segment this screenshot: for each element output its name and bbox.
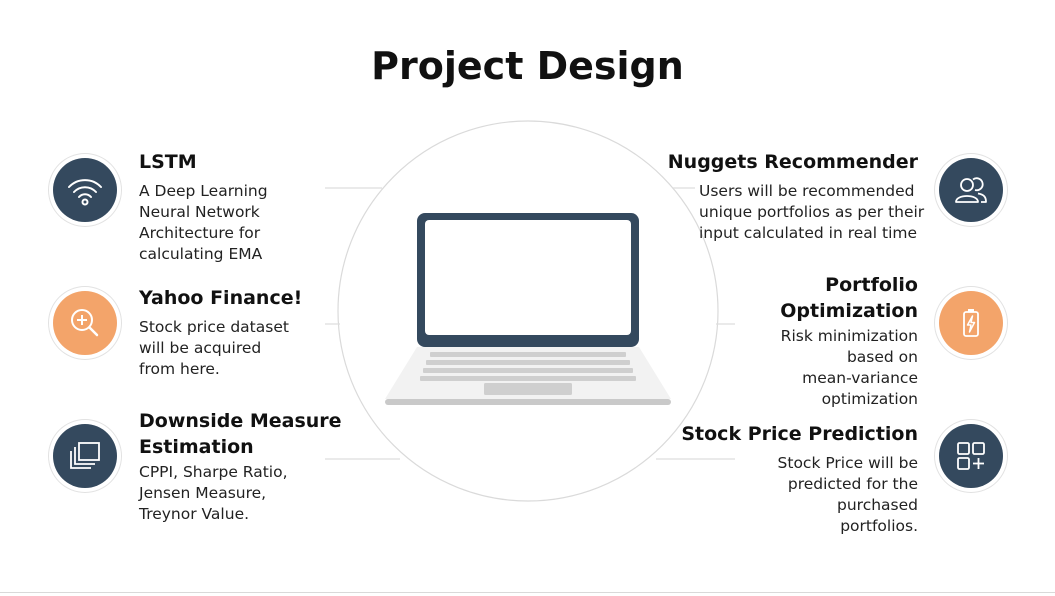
desc-line: optimization <box>821 390 918 408</box>
search-plus-icon <box>71 309 99 337</box>
desc-line: Risk minimization <box>780 327 918 345</box>
yahoo-finance-title: Yahoo Finance! <box>139 285 302 311</box>
desc-line: from here. <box>139 360 220 378</box>
nuggets-icon-circle <box>939 158 1003 222</box>
desc-line: Users will be recommended <box>699 182 915 200</box>
portfolio-icon-circle <box>939 291 1003 355</box>
desc-line: predicted for the <box>787 475 918 493</box>
title-line: Downside Measure <box>139 410 342 432</box>
title-line: Portfolio <box>825 274 918 296</box>
portfolio-optimization-description: Risk minimization based on mean-variance… <box>781 326 918 410</box>
stacked-windows-icon <box>70 442 100 469</box>
desc-line: Stock Price will be <box>777 454 918 472</box>
desc-line: A Deep Learning <box>139 182 268 200</box>
grid-add-icon <box>957 442 985 470</box>
desc-line: Neural Network <box>139 203 260 221</box>
title-line: Yahoo Finance! <box>139 287 303 309</box>
desc-line: calculating EMA <box>139 245 263 263</box>
yahoo-finance-description: Stock price dataset will be acquired fro… <box>139 317 289 380</box>
title-line: Optimization <box>780 300 918 322</box>
desc-line: based on <box>846 348 918 366</box>
nuggets-recommender-title: Nuggets Recommender <box>668 149 918 175</box>
desc-line: will be acquired <box>139 339 262 357</box>
bottom-divider <box>0 592 1055 593</box>
battery-charge-icon <box>963 309 979 337</box>
lstm-title: LSTM <box>139 149 197 175</box>
desc-line: Stock price dataset <box>139 318 289 336</box>
desc-line: Jensen Measure, <box>139 484 267 502</box>
wifi-icon <box>68 179 102 206</box>
laptop-icon <box>385 213 671 405</box>
desc-line: purchased <box>837 496 918 514</box>
desc-line: input calculated in real time <box>699 224 918 242</box>
stock-prediction-icon-circle <box>939 424 1003 488</box>
central-circle <box>337 120 719 502</box>
users-icon <box>955 177 987 203</box>
slide-title: Project Design <box>371 44 684 88</box>
desc-line: unique portfolios as per their <box>699 203 925 221</box>
stock-price-prediction-title: Stock Price Prediction <box>681 421 918 447</box>
stock-price-prediction-description: Stock Price will be predicted for the pu… <box>778 453 918 537</box>
desc-line: Architecture for <box>139 224 261 242</box>
portfolio-optimization-title: Portfolio Optimization <box>780 272 918 324</box>
title-line: Nuggets Recommender <box>667 151 918 173</box>
nuggets-recommender-description: Users will be recommended unique portfol… <box>699 181 924 244</box>
desc-line: Treynor Value. <box>139 505 250 523</box>
title-line: Estimation <box>139 436 254 458</box>
desc-line: CPPI, Sharpe Ratio, <box>139 463 288 481</box>
desc-line: mean-variance <box>802 369 918 387</box>
title-line: Stock Price Prediction <box>681 423 918 445</box>
desc-line: portfolios. <box>840 517 918 535</box>
title-line: LSTM <box>139 151 197 173</box>
lstm-icon-circle <box>53 158 117 222</box>
yahoo-icon-circle <box>53 291 117 355</box>
lstm-description: A Deep Learning Neural Network Architect… <box>139 181 268 265</box>
downside-measure-description: CPPI, Sharpe Ratio, Jensen Measure, Trey… <box>139 462 288 525</box>
downside-measure-title: Downside Measure Estimation <box>139 408 342 460</box>
downside-icon-circle <box>53 424 117 488</box>
